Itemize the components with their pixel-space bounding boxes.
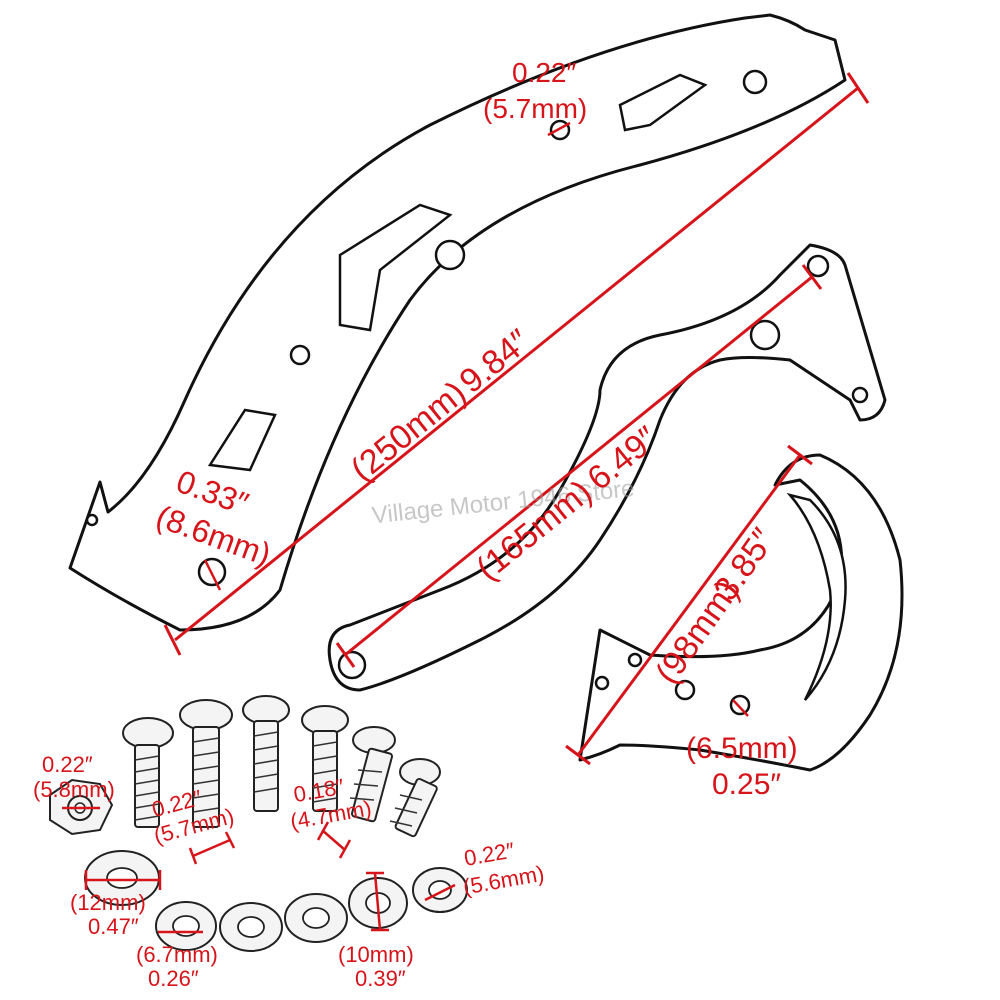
hook-bracket bbox=[578, 453, 904, 772]
long-bracket-hole-in: 0.22″ bbox=[512, 57, 576, 88]
bolt-6 bbox=[389, 758, 441, 838]
washers bbox=[84, 850, 468, 952]
washer-mid-in: 0.26″ bbox=[148, 966, 199, 991]
washer-10-mm: (10mm) bbox=[338, 942, 414, 967]
long-bracket-length-mm: (250mm) bbox=[344, 374, 474, 489]
long-bracket-hole-mm: (5.7mm) bbox=[483, 93, 587, 124]
long-bracket-length-in: 9.84″ bbox=[453, 322, 538, 401]
dimension-lines bbox=[62, 72, 870, 934]
bolt-5 bbox=[349, 726, 396, 823]
bolts bbox=[122, 695, 441, 838]
bolt-3 bbox=[242, 695, 290, 812]
nut-mm: (5.8mm) bbox=[33, 777, 115, 802]
hook-hole-mm: (6.5mm) bbox=[686, 732, 798, 765]
hook-hole-in: 0.25″ bbox=[712, 768, 781, 801]
middle-bracket bbox=[327, 243, 887, 692]
washer-mid-mm: (6.7mm) bbox=[136, 942, 218, 967]
washer-1 bbox=[155, 901, 217, 951]
washer-2 bbox=[219, 902, 283, 952]
nut-in: 0.22″ bbox=[42, 752, 93, 777]
washer-10-in: 0.39″ bbox=[355, 966, 406, 991]
washer-5 bbox=[412, 867, 468, 913]
washer-large bbox=[84, 850, 160, 906]
washer-large-mm: (12mm) bbox=[70, 890, 146, 915]
bolt-4 bbox=[301, 705, 349, 812]
washer-large-in: 0.47″ bbox=[88, 914, 139, 939]
washer-3 bbox=[284, 893, 348, 943]
bolt-2 bbox=[179, 699, 233, 828]
bolt-1 bbox=[122, 717, 174, 828]
